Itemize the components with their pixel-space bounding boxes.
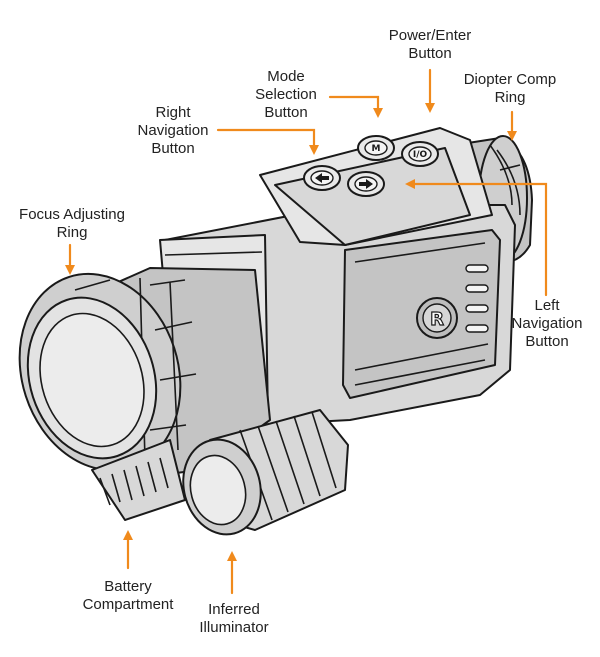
battery-line1: Battery [104, 578, 152, 595]
power-glyph: I/O [413, 150, 428, 160]
focus-line1: Focus Adjusting [19, 206, 125, 223]
left-arrow-icon [315, 173, 329, 183]
battery-line2: Compartment [83, 596, 175, 613]
mode-selection-line3: Button [264, 104, 307, 121]
illuminator-line1: Inferred [208, 601, 260, 618]
label-diopter: Diopter Comp Ring [464, 71, 557, 106]
mode-selection-button[interactable]: M [357, 135, 395, 161]
right-navigation-arrow [216, 128, 319, 155]
right-arrow-icon [359, 179, 373, 189]
diopter-line1: Diopter Comp [464, 71, 557, 88]
label-right-navigation: Right Navigation Button [138, 104, 209, 157]
left-navigation-line2: Navigation [512, 315, 583, 332]
power-enter-line2: Button [408, 45, 451, 62]
power-enter-button[interactable]: I/O [401, 141, 439, 167]
brand-logo: R [416, 297, 458, 339]
label-focus: Focus Adjusting Ring [19, 206, 125, 241]
ir-illuminator-shape [182, 409, 349, 536]
label-power-enter: Power/Enter Button [389, 27, 472, 62]
right-navigation-line1: Right [155, 104, 191, 121]
label-mode-selection: Mode Selection Button [255, 68, 317, 121]
left-navigation-button[interactable] [347, 171, 385, 197]
right-navigation-line2: Navigation [138, 122, 209, 139]
left-navigation-line1: Left [534, 297, 560, 314]
right-navigation-button[interactable] [303, 165, 341, 191]
label-left-navigation: Left Navigation Button [512, 297, 583, 350]
left-navigation-line3: Button [525, 333, 568, 350]
callout-arrows [65, 68, 548, 595]
device-illustration: R M I/O [18, 127, 533, 536]
illuminator-line2: Illuminator [199, 619, 268, 636]
focus-line2: Ring [57, 224, 88, 241]
label-illuminator: Inferred Illuminator [199, 601, 268, 636]
battery-compartment-shape [91, 439, 186, 521]
mode-glyph: M [372, 144, 381, 154]
label-battery: Battery Compartment [83, 578, 175, 613]
mode-selection-line2: Selection [255, 86, 317, 103]
left-navigation-arrow [405, 179, 548, 297]
power-enter-line1: Power/Enter [389, 27, 472, 44]
right-navigation-line3: Button [151, 140, 194, 157]
mode-selection-line1: Mode [267, 68, 305, 85]
objective-lens [26, 296, 158, 460]
mode-selection-arrow [328, 95, 383, 118]
diopter-line2: Ring [495, 89, 526, 106]
logo-letter: R [430, 309, 444, 330]
